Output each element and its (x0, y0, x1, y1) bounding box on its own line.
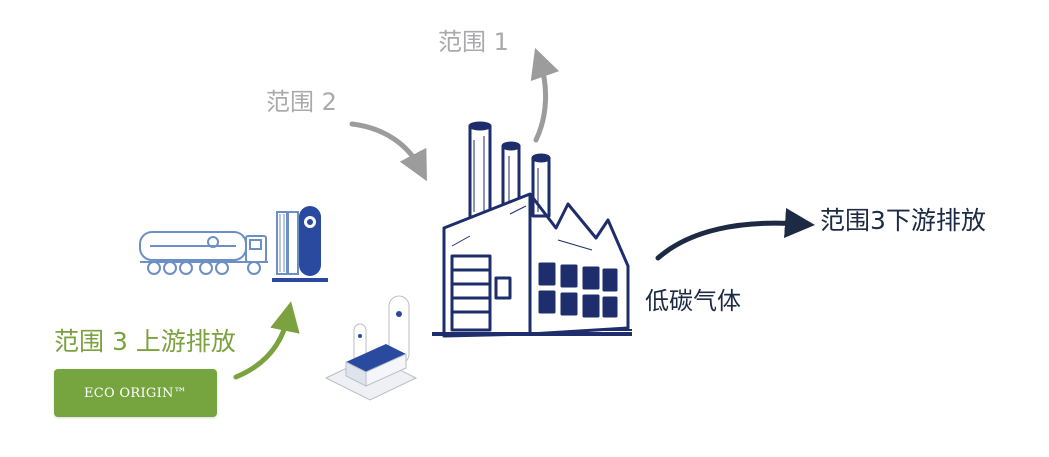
scope3-downstream-label: 范围3下游排放 (820, 206, 986, 235)
scope1-label: 范围 1 (438, 28, 509, 56)
tanker-truck-icon (139, 231, 268, 275)
storage-tank-icon (272, 206, 328, 282)
scope2-arrow-icon (349, 121, 427, 182)
eco-origin-button[interactable]: ECO ORIGIN™ (54, 369, 217, 417)
factory-sketch-icon (432, 121, 632, 338)
gas-plant-icon (324, 295, 418, 401)
low-carbon-gas-label: 低碳气体 (645, 287, 741, 315)
scope3-upstream-arrow-icon (233, 301, 300, 380)
scope2-label: 范围 2 (266, 88, 337, 116)
scope1-arrow-icon (530, 47, 560, 143)
scope3-downstream-arrow-icon (655, 208, 815, 261)
scope3-upstream-label: 范围 3 上游排放 (54, 327, 236, 356)
